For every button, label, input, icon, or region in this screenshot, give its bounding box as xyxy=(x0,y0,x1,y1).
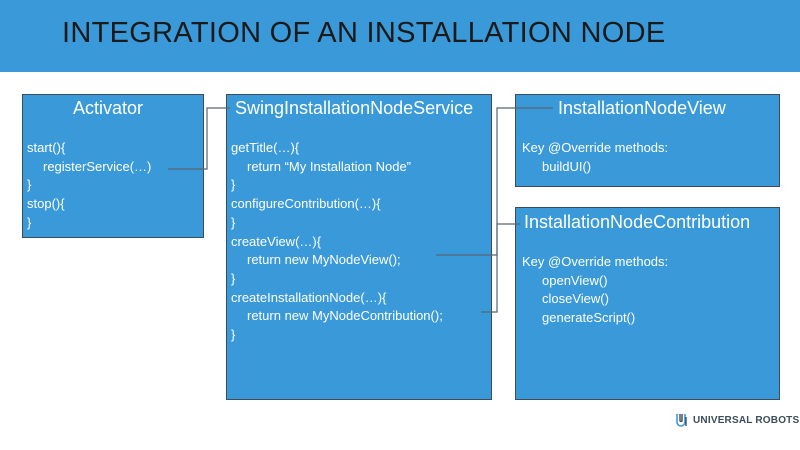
code-line: Key @Override methods: xyxy=(522,254,669,269)
code-line: } xyxy=(27,177,32,193)
contribution-title: InstallationNodeContribution xyxy=(524,212,751,232)
service-code: getTitle(…){ return “My Installation Nod… xyxy=(231,139,443,345)
connector-view xyxy=(436,107,553,256)
service-title: SwingInstallationNodeService xyxy=(235,98,474,118)
view-code: Key @Override methods: buildUI() xyxy=(522,139,668,176)
connector-contribution xyxy=(481,223,520,313)
code-line: registerService(…) xyxy=(43,158,152,174)
code-line: return new MyNodeContribution(); xyxy=(247,308,443,324)
code-line: return new MyNodeView(); xyxy=(247,252,401,268)
header-banner: INTEGRATION OF AN INSTALLATION NODE xyxy=(0,0,800,72)
code-line: createInstallationNode(…){ xyxy=(231,289,387,305)
activator-code: start(){ registerService(…) } stop(){ } xyxy=(27,139,151,233)
code-line: } xyxy=(231,177,236,193)
activator-title: Activator xyxy=(73,98,144,118)
connector-activator-service xyxy=(168,107,230,170)
service-box: SwingInstallationNodeService getTitle(…)… xyxy=(226,94,492,400)
code-line: } xyxy=(231,270,236,286)
contribution-box: InstallationNodeContribution Key @Overri… xyxy=(515,207,780,400)
code-line: } xyxy=(231,214,236,230)
code-line: } xyxy=(231,327,236,343)
code-line: return “My Installation Node” xyxy=(247,158,412,174)
code-line: getTitle(…){ xyxy=(231,140,300,155)
code-line: configureContribution(…){ xyxy=(231,196,381,212)
activator-box: Activator start(){ registerService(…) } … xyxy=(22,94,204,238)
code-line: } xyxy=(27,214,32,230)
view-title: InstallationNodeView xyxy=(558,98,726,118)
code-line: generateScript() xyxy=(542,310,636,326)
universal-robots-logo: UNIVERSAL ROBOTS xyxy=(676,412,799,428)
code-line: closeView() xyxy=(542,291,609,307)
slide-title: INTEGRATION OF AN INSTALLATION NODE xyxy=(62,17,666,49)
code-line: start(){ xyxy=(27,140,66,155)
code-line: stop(){ xyxy=(27,196,65,212)
contribution-code: Key @Override methods: openView() closeV… xyxy=(522,253,668,328)
code-line: Key @Override methods: xyxy=(522,140,669,155)
logo-text: UNIVERSAL ROBOTS xyxy=(693,414,800,426)
view-box: InstallationNodeView Key @Override metho… xyxy=(515,94,780,187)
code-line: createView(…){ xyxy=(231,233,322,249)
code-line: buildUI() xyxy=(542,158,592,174)
code-line: openView() xyxy=(542,272,608,288)
ur-logo-icon xyxy=(676,414,687,427)
